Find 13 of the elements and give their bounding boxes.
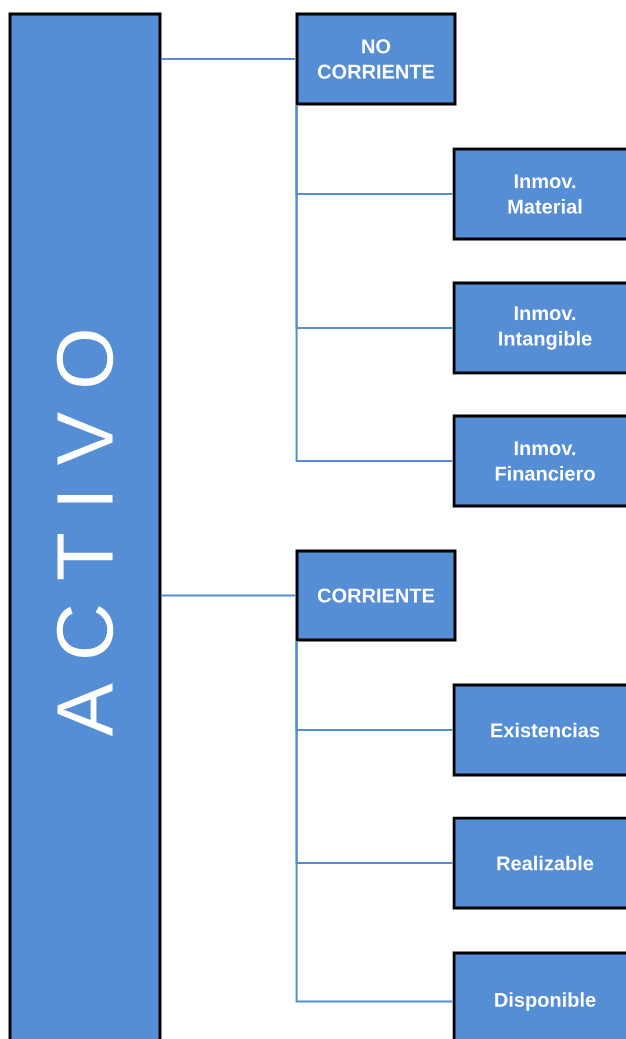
item-box: Inmov. Financiero — [452, 414, 626, 508]
item-box: Inmov. Intangible — [452, 281, 626, 375]
item-box: Inmov. Material — [452, 147, 626, 241]
connector-line — [295, 640, 454, 1003]
group-box: NO CORRIENTE — [295, 12, 457, 106]
connector-line — [160, 58, 297, 60]
category-bar: A C T I V O — [8, 12, 162, 1039]
group-box: CORRIENTE — [295, 549, 457, 642]
item-box: Disponible — [452, 951, 626, 1039]
item-box: Existencias — [452, 683, 626, 777]
connector-line — [295, 104, 454, 462]
item-box: Realizable — [452, 816, 626, 910]
connector-line — [160, 594, 297, 597]
